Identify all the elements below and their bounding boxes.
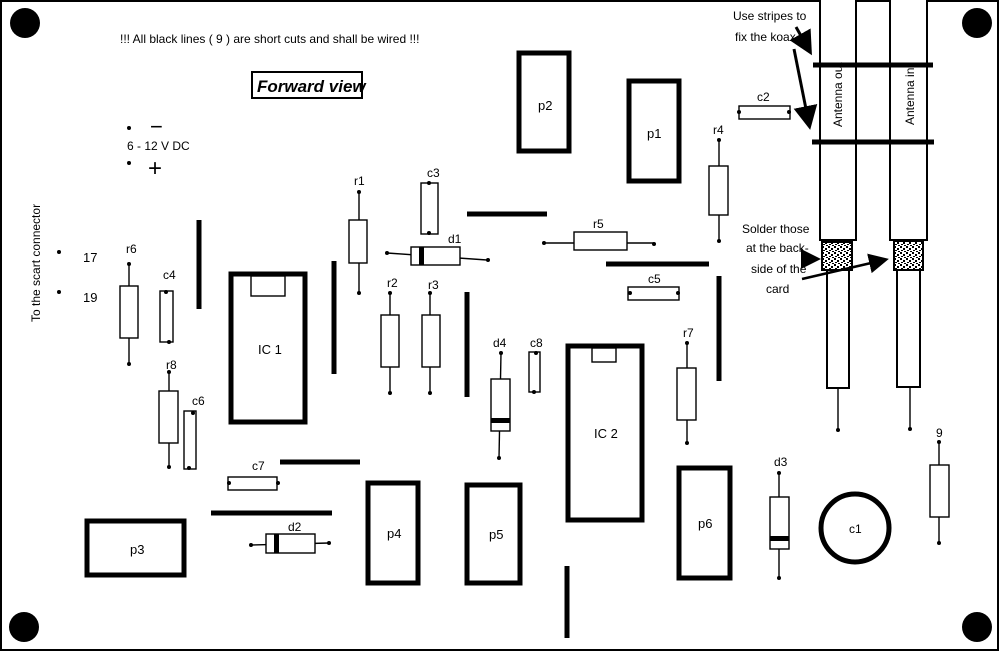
c8-label: c8 — [530, 336, 543, 350]
antenna-out-label: Antenna out — [831, 62, 845, 127]
mounting-hole — [10, 8, 40, 38]
r2-label: r2 — [387, 276, 398, 290]
minus-sign: − — [150, 114, 163, 139]
pot-p3[interactable]: p3 — [84, 518, 187, 578]
c6-label: c6 — [192, 394, 205, 408]
stripes-note-line2: fix the koax. — [735, 30, 799, 44]
scart-pin-19: 19 — [83, 290, 97, 305]
resistor-r1[interactable]: r1 — [348, 174, 368, 295]
scart-pin-19-pad — [57, 290, 61, 294]
c2-label: c2 — [757, 90, 770, 104]
scart-pin-17: 17 — [83, 250, 97, 265]
d2-label: d2 — [288, 520, 302, 534]
capacitor-c2[interactable]: c2 — [737, 90, 791, 120]
resistor-r2[interactable]: r2 — [380, 276, 400, 395]
d1-label: d1 — [448, 232, 462, 246]
r4-label: r4 — [713, 123, 724, 137]
p6-label: p6 — [698, 516, 712, 531]
r6-label: r6 — [126, 242, 137, 256]
p2-label: p2 — [538, 98, 552, 113]
r7-label: r7 — [683, 326, 694, 340]
power-plus-pad — [127, 161, 131, 165]
c3-label: c3 — [427, 166, 440, 180]
ic2[interactable]: IC 2 — [565, 343, 645, 523]
resistor-r8[interactable]: r8 — [158, 358, 179, 469]
page-title: Forward view — [257, 77, 367, 96]
stripes-arrow — [792, 48, 818, 130]
jumper-wires — [196, 211, 722, 638]
capacitor-c6[interactable]: c6 — [183, 394, 205, 470]
capacitor-c8[interactable]: c8 — [528, 336, 543, 394]
plus-sign: + — [148, 155, 162, 182]
coax-antenna-out[interactable]: Antenna out — [819, 0, 857, 432]
ic1-label: IC 1 — [258, 342, 282, 357]
stripes-arrow — [789, 26, 812, 56]
resistor-r6[interactable]: r6 — [119, 242, 139, 366]
r1-label: r1 — [354, 174, 365, 188]
p4-label: p4 — [387, 526, 401, 541]
d3-label: d3 — [774, 455, 788, 469]
p1-label: p1 — [647, 126, 661, 141]
antenna-in-label: Antenna in — [903, 68, 917, 125]
r8-label: r8 — [166, 358, 177, 372]
mounting-hole — [962, 8, 992, 38]
r5-label: r5 — [593, 217, 604, 231]
ic1[interactable]: IC 1 — [228, 271, 308, 425]
resistor-r9[interactable]: 9 — [929, 426, 950, 545]
voltage-label: 6 - 12 V DC — [127, 139, 190, 153]
solder-note-line3: side of the — [751, 262, 807, 276]
p5-label: p5 — [489, 527, 503, 542]
capacitor-c3[interactable]: c3 — [420, 166, 440, 235]
ic2-label: IC 2 — [594, 426, 618, 441]
coax-antenna-in[interactable]: Antenna in — [889, 0, 928, 431]
capacitor-c5[interactable]: c5 — [627, 272, 680, 301]
p3-label: p3 — [130, 542, 144, 557]
c5-label: c5 — [648, 272, 661, 286]
title-frame — [251, 71, 363, 99]
wiring-warning: !!! All black lines ( 9 ) are short cuts… — [120, 32, 419, 46]
scart-label: To the scart connector — [29, 204, 43, 322]
c7-label: c7 — [252, 459, 265, 473]
solder-arrow — [801, 253, 889, 281]
solder-note-line1: Solder those — [742, 222, 810, 236]
resistor-r5[interactable]: r5 — [542, 217, 656, 251]
resistor-r4[interactable]: r4 — [708, 123, 729, 243]
capacitor-c4[interactable]: c4 — [159, 268, 176, 344]
pot-p6[interactable]: p6 — [676, 465, 733, 581]
pot-p5[interactable]: p5 — [464, 482, 523, 586]
diode-d1[interactable]: d1 — [385, 232, 490, 266]
solder-note-line4: card — [766, 282, 789, 296]
mounting-hole — [9, 612, 39, 642]
pot-p2[interactable]: p2 — [516, 50, 572, 154]
solder-note-line2: at the back- — [746, 241, 809, 255]
c4-label: c4 — [163, 268, 176, 282]
r3-label: r3 — [428, 278, 439, 292]
diode-d4[interactable]: d4 — [490, 336, 511, 460]
c1-label: c1 — [849, 522, 862, 536]
r9-label: 9 — [936, 426, 943, 440]
capacitor-c7[interactable]: c7 — [227, 459, 280, 491]
pot-p1[interactable]: p1 — [626, 78, 682, 184]
power-minus-pad — [127, 126, 131, 130]
mounting-hole — [962, 612, 992, 642]
resistor-r7[interactable]: r7 — [676, 326, 697, 445]
scart-pin-17-pad — [57, 250, 61, 254]
resistor-r3[interactable]: r3 — [421, 278, 441, 395]
d4-label: d4 — [493, 336, 507, 350]
diode-d2[interactable]: d2 — [249, 520, 331, 554]
diode-d3[interactable]: d3 — [769, 455, 790, 580]
stripes-note-line1: Use stripes to — [733, 9, 807, 23]
pot-p4[interactable]: p4 — [365, 480, 421, 586]
capacitor-c1[interactable]: c1 — [818, 491, 892, 565]
